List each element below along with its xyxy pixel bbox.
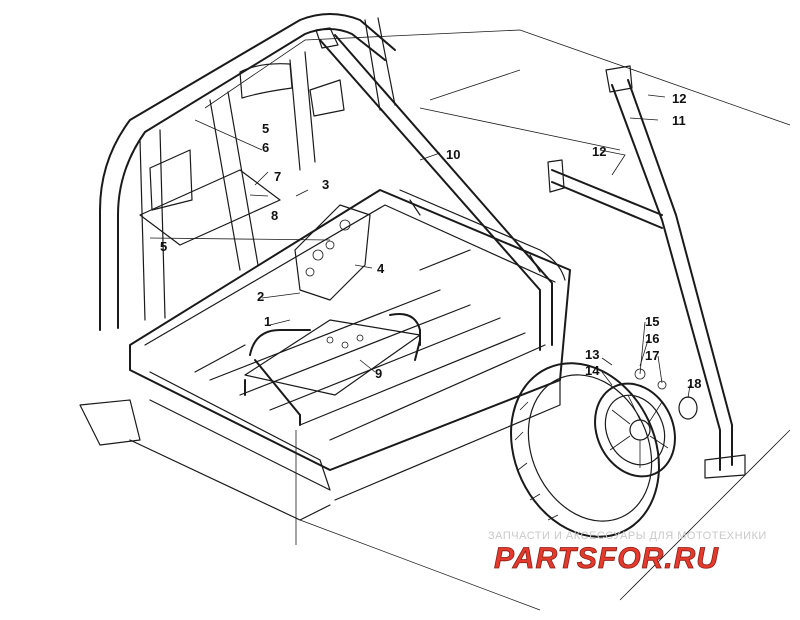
callout-8: 8 xyxy=(271,208,279,223)
svg-text:PARTSFOR.RU: PARTSFOR.RU xyxy=(494,542,719,575)
callout-7: 7 xyxy=(274,169,282,184)
callout-16: 16 xyxy=(645,331,660,346)
callout-10: 10 xyxy=(446,147,461,162)
watermark-logo: PARTSFOR.RU xyxy=(490,540,790,576)
seat-bracket-and-frame xyxy=(244,204,421,426)
callout-4: 4 xyxy=(377,261,385,276)
spare-tire-carrier xyxy=(547,65,746,479)
rops-frame xyxy=(99,13,396,331)
callout-15: 15 xyxy=(645,314,660,329)
callout-12-lower: 12 xyxy=(592,144,607,159)
callout-13: 13 xyxy=(585,347,600,362)
watermark-tagline: ЗАПЧАСТИ И АКСЕССУАРЫ ДЛЯ МОТОТЕХНИКИ xyxy=(488,530,767,542)
callout-9: 9 xyxy=(375,366,383,381)
callout-14: 14 xyxy=(585,363,600,378)
callout-11: 11 xyxy=(672,113,686,128)
callout-18: 18 xyxy=(687,376,702,391)
callout-3: 3 xyxy=(322,177,330,192)
watermark-logo-art: PARTSFOR.RU xyxy=(494,542,719,576)
leader-lines xyxy=(149,29,791,611)
callout-5-upper: 5 xyxy=(262,121,270,136)
spare-wheel xyxy=(510,362,698,538)
callout-12-upper: 12 xyxy=(672,91,687,106)
callout-5-lower: 5 xyxy=(160,239,168,254)
support-brace xyxy=(315,27,553,351)
callout-6: 6 xyxy=(262,140,270,155)
callout-1: 1 xyxy=(264,314,272,329)
callout-2: 2 xyxy=(257,289,265,304)
callout-17: 17 xyxy=(645,348,660,363)
